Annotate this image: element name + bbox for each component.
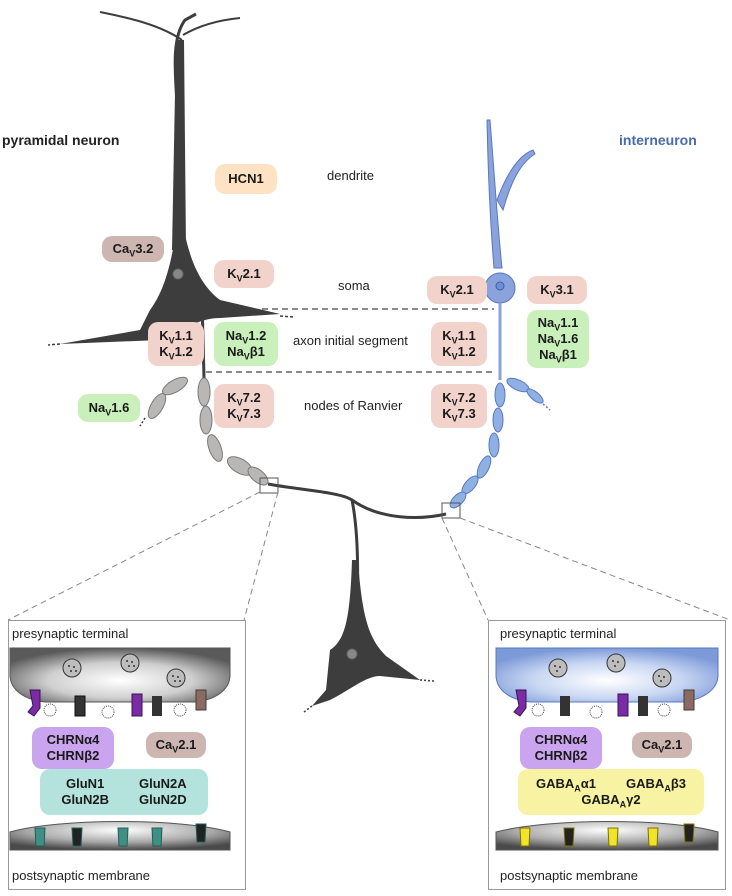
left-synapse-panel [8,620,246,890]
cav32-pill: CaV3.2 [102,236,164,262]
left-synapse-drawing [9,647,231,851]
zoom-box-right [441,502,461,519]
nav16-pyramidal-pill: NaV1.6 [78,394,140,422]
nodes-label: nodes of Ranvier [304,398,403,413]
ais-label: axon initial segment [293,333,408,348]
left-cav21-pill: CaV2.1 [146,732,206,758]
pyramidal-myelin [147,376,269,486]
right-postsynaptic-label: postsynaptic membrane [500,868,639,883]
pyramidal-nucleus [172,268,184,280]
kv21-pyramidal-pill: KV2.1 [214,260,274,288]
left-presynaptic-label: presynaptic terminal [12,626,129,641]
kv31-pill: KV3.1 [527,276,587,304]
right-synapse-drawing [495,647,719,851]
interneuron-myelin [449,377,544,509]
pyramidal-neuron [47,11,295,379]
left-postsynaptic-label: postsynaptic membrane [12,868,151,883]
guide-lines [206,308,494,373]
right-synapse-panel [488,620,726,890]
dendrite-label: dendrite [327,168,374,183]
interneuron-cell [484,119,536,304]
pyramidal-axon [267,482,360,641]
right-presynaptic-label: presynaptic terminal [500,626,617,641]
hcn1-pill: HCN1 [215,164,277,194]
postsynaptic-neuron [303,560,435,713]
right-cav21-pill: CaV2.1 [632,732,692,758]
soma-label: soma [338,278,370,293]
kv21-interneuron-pill: KV2.1 [427,276,487,304]
pyramidal-neuron-title: pyramidal neuron [2,132,120,148]
zoom-box-left [259,477,279,494]
interneuron-title: interneuron [619,132,697,148]
